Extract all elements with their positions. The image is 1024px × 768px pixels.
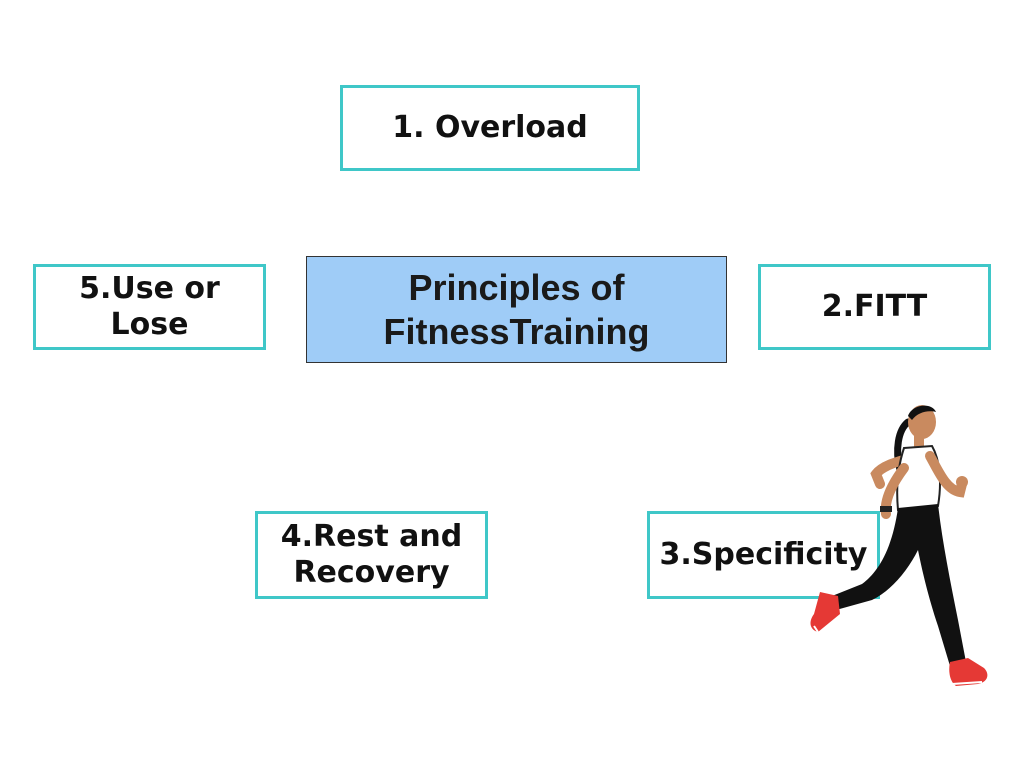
principle-overload-box: 1. Overload [340, 85, 640, 171]
principle-use-or-lose-line1: 5.Use or [79, 271, 220, 306]
principle-specificity-box: 3.Specificity [647, 511, 880, 599]
principle-overload-label: 1. Overload [392, 110, 588, 145]
center-title-line1: Principles of [408, 267, 625, 309]
principle-specificity-label: 3.Specificity [659, 537, 868, 572]
principle-use-or-lose-box: 5.Use or Lose [33, 264, 266, 350]
principle-use-or-lose-line2: Lose [110, 307, 189, 342]
principle-rest-line1: 4.Rest and [280, 519, 463, 554]
running-woman-illustration [810, 405, 988, 686]
center-title-box: Principles of FitnessTraining [306, 256, 727, 363]
center-title-line2: FitnessTraining [383, 310, 650, 352]
principle-rest-line2: Recovery [293, 555, 450, 590]
principle-fitt-box: 2.FITT [758, 264, 991, 350]
principle-rest-recovery-box: 4.Rest and Recovery [255, 511, 488, 599]
principle-fitt-label: 2.FITT [821, 289, 928, 324]
